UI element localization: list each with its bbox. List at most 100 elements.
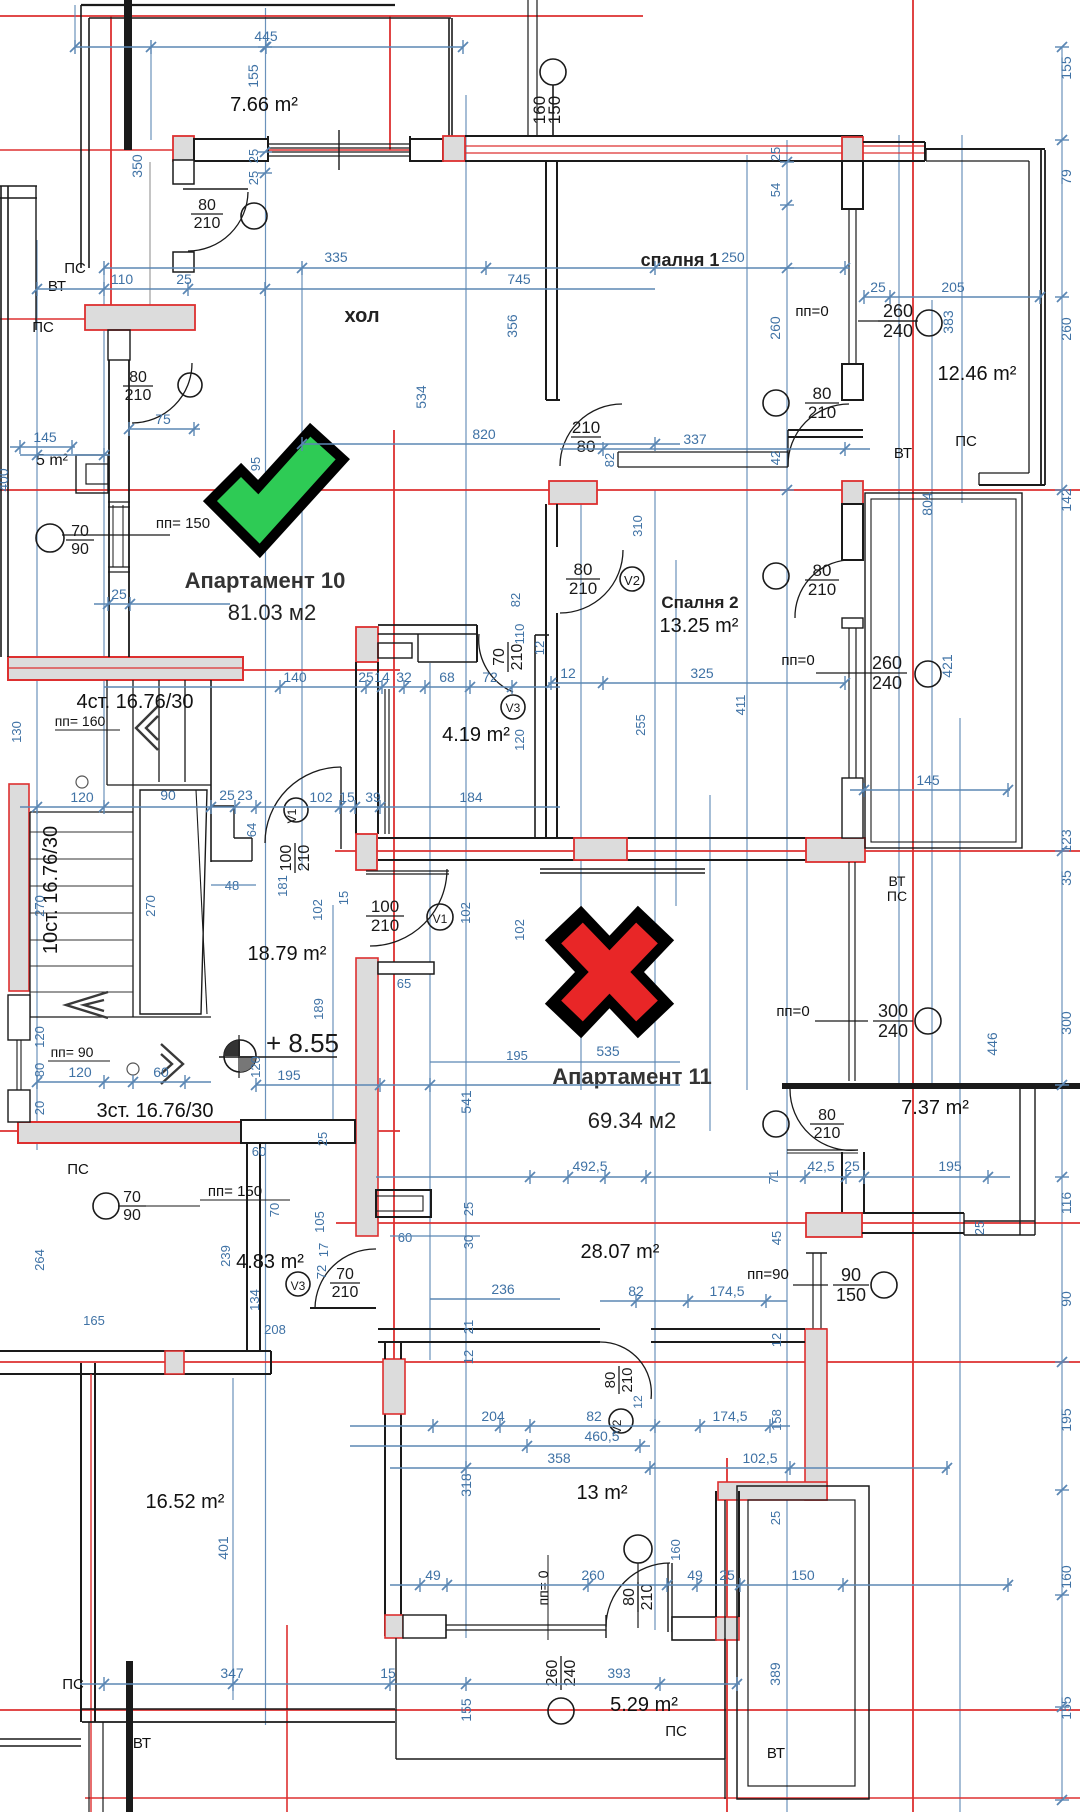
- svg-text:260: 260: [872, 653, 902, 673]
- svg-text:189: 189: [311, 998, 326, 1020]
- svg-text:210: 210: [569, 579, 597, 598]
- svg-text:260: 260: [544, 1660, 561, 1687]
- svg-text:60: 60: [153, 1064, 169, 1080]
- svg-text:20: 20: [32, 1101, 47, 1115]
- svg-text:250: 250: [721, 249, 745, 265]
- svg-text:V2: V2: [610, 1419, 624, 1434]
- svg-text:105: 105: [312, 1211, 327, 1233]
- svg-text:пп= 160: пп= 160: [55, 713, 106, 729]
- svg-text:17: 17: [316, 1243, 331, 1257]
- svg-text:79: 79: [1058, 169, 1074, 185]
- svg-text:12: 12: [560, 665, 576, 681]
- svg-text:70: 70: [491, 648, 508, 666]
- svg-text:32: 32: [396, 669, 412, 685]
- svg-text:80: 80: [621, 1588, 638, 1606]
- svg-text:102: 102: [458, 902, 473, 924]
- svg-text:82: 82: [602, 453, 617, 467]
- svg-text:240: 240: [872, 673, 902, 693]
- svg-text:184: 184: [459, 789, 483, 805]
- svg-text:25: 25: [844, 1158, 860, 1174]
- svg-text:4.19 m²: 4.19 m²: [442, 724, 510, 746]
- svg-text:4.83 m²: 4.83 m²: [236, 1251, 304, 1273]
- svg-text:15: 15: [380, 1665, 396, 1681]
- svg-text:210: 210: [572, 418, 600, 437]
- svg-text:255: 255: [633, 714, 648, 736]
- svg-text:745: 745: [507, 271, 531, 287]
- svg-text:325: 325: [690, 665, 714, 681]
- svg-text:V3: V3: [506, 701, 521, 715]
- svg-text:300: 300: [1058, 1011, 1074, 1035]
- svg-text:12: 12: [631, 1395, 645, 1409]
- svg-text:155: 155: [458, 1698, 474, 1722]
- svg-text:90: 90: [841, 1265, 861, 1285]
- svg-text:54: 54: [768, 183, 783, 197]
- svg-text:70: 70: [336, 1266, 354, 1283]
- svg-text:12.46 m²: 12.46 m²: [938, 363, 1017, 385]
- svg-text:181: 181: [275, 875, 290, 897]
- svg-text:10ст. 16.76/30: 10ст. 16.76/30: [40, 826, 62, 954]
- svg-text:25: 25: [870, 279, 886, 295]
- svg-text:820: 820: [472, 426, 496, 442]
- svg-text:75: 75: [155, 411, 171, 427]
- svg-text:90: 90: [160, 787, 176, 803]
- svg-text:210: 210: [371, 916, 399, 935]
- svg-text:ПС: ПС: [64, 260, 86, 277]
- svg-text:140: 140: [283, 669, 307, 685]
- svg-text:210: 210: [332, 1284, 359, 1301]
- svg-text:60: 60: [398, 1230, 412, 1245]
- svg-text:110: 110: [111, 271, 134, 287]
- svg-text:460,5: 460,5: [584, 1428, 619, 1444]
- svg-text:25: 25: [246, 171, 261, 185]
- svg-text:90: 90: [71, 541, 89, 558]
- svg-text:150: 150: [545, 96, 564, 124]
- svg-text:165: 165: [83, 1313, 105, 1328]
- svg-text:65: 65: [397, 976, 411, 991]
- svg-text:195: 195: [938, 1158, 962, 1174]
- svg-text:210: 210: [125, 387, 152, 404]
- svg-text:13 m²: 13 m²: [576, 1482, 627, 1504]
- svg-text:18.79 m²: 18.79 m²: [248, 943, 327, 965]
- svg-text:400: 400: [0, 468, 11, 492]
- svg-text:42,5: 42,5: [807, 1158, 834, 1174]
- svg-text:15: 15: [339, 789, 355, 805]
- svg-text:70: 70: [71, 523, 89, 540]
- svg-text:пп= 150: пп= 150: [208, 1183, 262, 1200]
- svg-text:102: 102: [512, 919, 527, 941]
- svg-text:V3: V3: [291, 1279, 306, 1293]
- svg-text:+ 8.55: + 8.55: [266, 1028, 339, 1058]
- svg-text:25: 25: [176, 271, 192, 287]
- svg-text:82: 82: [508, 593, 523, 607]
- svg-text:195: 195: [1058, 1408, 1074, 1432]
- svg-text:80: 80: [198, 197, 216, 214]
- svg-text:260: 260: [581, 1567, 605, 1583]
- svg-text:25: 25: [768, 147, 783, 161]
- svg-text:100: 100: [371, 897, 399, 916]
- svg-text:70: 70: [267, 1203, 282, 1217]
- svg-text:102,5: 102,5: [742, 1450, 777, 1466]
- svg-text:240: 240: [883, 321, 913, 341]
- svg-text:пп=0: пп=0: [781, 652, 814, 669]
- svg-text:210: 210: [296, 845, 313, 872]
- svg-text:80: 80: [813, 384, 832, 403]
- svg-text:28.07 m²: 28.07 m²: [581, 1241, 660, 1263]
- svg-text:72: 72: [482, 669, 498, 685]
- svg-text:80: 80: [32, 1063, 47, 1077]
- svg-text:210: 210: [194, 215, 221, 232]
- svg-text:82: 82: [586, 1408, 602, 1424]
- svg-text:142: 142: [1058, 488, 1074, 512]
- svg-text:110: 110: [512, 624, 527, 645]
- svg-text:25: 25: [358, 669, 374, 685]
- svg-text:300: 300: [878, 1001, 908, 1021]
- svg-text:81.03 м2: 81.03 м2: [228, 600, 317, 625]
- svg-text:23: 23: [237, 787, 253, 803]
- svg-text:пп= 150: пп= 150: [156, 515, 210, 532]
- svg-text:310: 310: [630, 515, 645, 537]
- svg-text:804: 804: [919, 492, 935, 516]
- svg-text:270: 270: [143, 895, 158, 917]
- svg-text:30: 30: [461, 1235, 476, 1249]
- svg-text:260: 260: [1058, 317, 1074, 341]
- svg-text:68: 68: [439, 669, 455, 685]
- svg-text:411: 411: [733, 695, 748, 716]
- svg-text:72: 72: [314, 1265, 329, 1279]
- svg-text:64: 64: [244, 823, 259, 837]
